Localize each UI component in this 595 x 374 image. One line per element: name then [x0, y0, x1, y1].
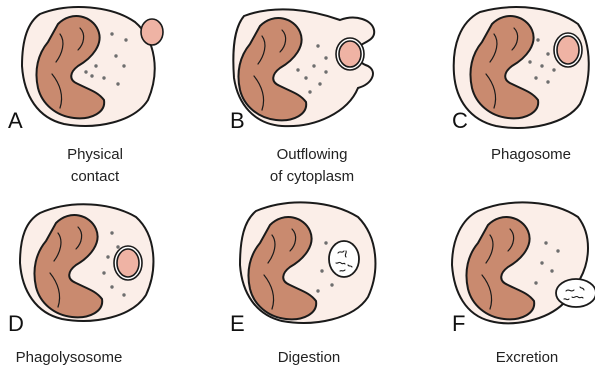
caption-line: Excretion [472, 347, 582, 369]
panel-letter: B [230, 110, 245, 132]
panel-e: E Digestion [198, 187, 396, 374]
cell-e-illustration [198, 187, 396, 374]
digestive-vacuole [329, 241, 359, 277]
phagolysosome [117, 249, 139, 277]
panel-c: C Phagosome [396, 0, 594, 187]
panel-b: B Outflowing of cytoplasm [198, 0, 396, 187]
bacterium-particle [339, 41, 361, 67]
panel-caption: Digestion [254, 347, 364, 369]
caption-line: Digestion [254, 347, 364, 369]
panel-letter: D [8, 313, 24, 335]
panel-letter: E [230, 313, 245, 335]
caption-line: Physical [40, 144, 150, 166]
panel-caption: Outflowing of cytoplasm [242, 144, 382, 188]
phagosome [557, 36, 579, 64]
panel-letter: F [452, 313, 465, 335]
caption-line: of cytoplasm [242, 166, 382, 188]
cell-d-illustration [0, 187, 198, 374]
excreted-residue [556, 279, 595, 307]
panel-a: A Physical contact [0, 0, 198, 187]
panel-d: D Phagolysosome [0, 187, 198, 374]
panel-caption: Excretion [472, 347, 582, 369]
caption-line: Outflowing [242, 144, 382, 166]
bacterium-particle [141, 19, 163, 45]
cell-f-illustration [396, 187, 594, 374]
caption-line: contact [40, 166, 150, 188]
panel-letter: C [452, 110, 468, 132]
panel-caption: Phagosome [472, 144, 590, 166]
caption-line: Phagolysosome [2, 347, 136, 369]
caption-line: Phagosome [472, 144, 590, 166]
panel-caption: Phagolysosome [2, 347, 136, 369]
panel-caption: Physical contact [40, 144, 150, 188]
panel-f: F Excretion [396, 187, 594, 374]
panel-letter: A [8, 110, 23, 132]
